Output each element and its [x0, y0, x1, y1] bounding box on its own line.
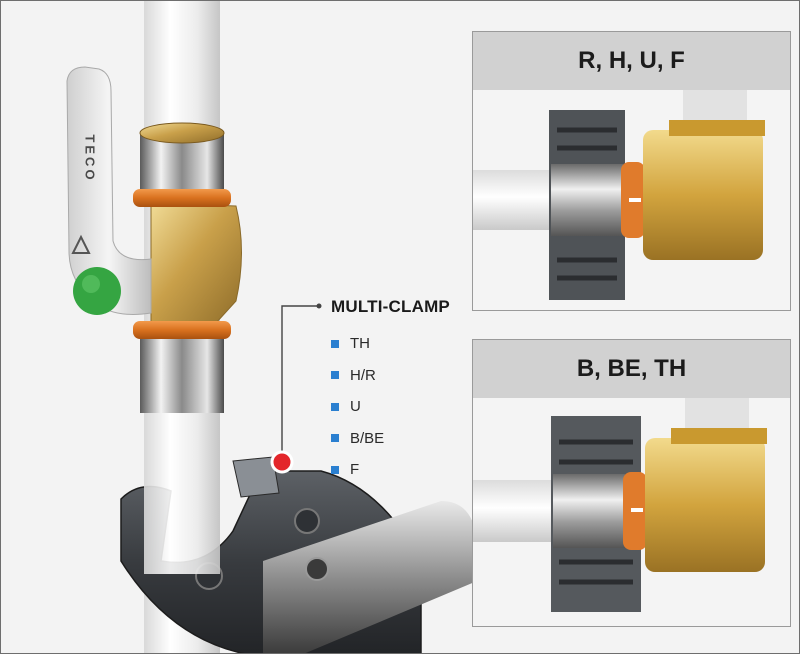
list-item: H/R: [331, 360, 384, 392]
pipe-section: [473, 170, 563, 230]
jaw-profile-detail: [473, 90, 765, 300]
blue-square-icon: [331, 339, 339, 348]
handle-green-cap: [73, 267, 121, 315]
blue-square-icon: [331, 434, 339, 443]
blue-square-icon: [331, 371, 339, 380]
fitting-collar: [669, 120, 765, 136]
jaw-bolt-right: [294, 508, 320, 534]
lower-press-sleeve: [140, 331, 224, 413]
panel-body: [473, 90, 790, 310]
callout-title: MULTI-CLAMP: [331, 297, 450, 316]
brass-fitting-section: [643, 130, 763, 260]
profile-label: TH: [350, 335, 370, 353]
fitting-collar: [671, 428, 767, 444]
callout-marker: [270, 450, 294, 474]
press-sleeve-section: [551, 164, 623, 236]
jaw-profile-detail: [473, 398, 767, 612]
pipe-section: [473, 480, 563, 542]
valve-body: [150, 202, 242, 324]
detail-panel-bottom: B, BE, TH: [472, 339, 791, 627]
bar-screw: [305, 557, 329, 581]
blue-square-icon: [331, 402, 339, 411]
panel-body: [473, 398, 790, 626]
profile-label: B/BE: [350, 429, 385, 447]
list-item: U: [331, 391, 384, 423]
callout-title-dot: [316, 303, 322, 309]
profile-label: U: [350, 398, 361, 416]
handle-green-cap-highlight: [82, 275, 100, 293]
callout-leader-line: [281, 305, 317, 462]
list-item: TH: [331, 328, 384, 360]
ring-window: [631, 508, 643, 512]
list-item: B/BE: [331, 423, 384, 455]
profile-label: H/R: [350, 366, 376, 384]
press-sleeve-section: [553, 474, 625, 548]
jaw-grooves: [559, 439, 633, 585]
blue-square-icon: [331, 465, 339, 474]
profile-label: F: [350, 461, 360, 479]
detail-panel-top: R, H, U, F: [472, 31, 791, 311]
pipe-through-jaw: [144, 479, 220, 574]
press-tool-bar: [263, 501, 477, 653]
upper-orange-ring: [133, 189, 231, 207]
ring-window: [629, 198, 641, 202]
brass-fitting-section: [645, 438, 765, 572]
top-brass-nut: [139, 122, 225, 144]
handle-warning-icon: [71, 234, 91, 254]
list-item: F: [331, 454, 384, 486]
jaw-insert: [232, 456, 280, 498]
compatible-profile-list: TH H/R U B/BE F: [331, 328, 384, 486]
valve-brand-label: TECO: [82, 134, 98, 183]
panel-header: R, H, U, F: [473, 32, 790, 90]
panel-header: B, BE, TH: [473, 340, 790, 398]
jaw-grooves: [557, 127, 617, 281]
lower-orange-ring: [133, 321, 231, 339]
